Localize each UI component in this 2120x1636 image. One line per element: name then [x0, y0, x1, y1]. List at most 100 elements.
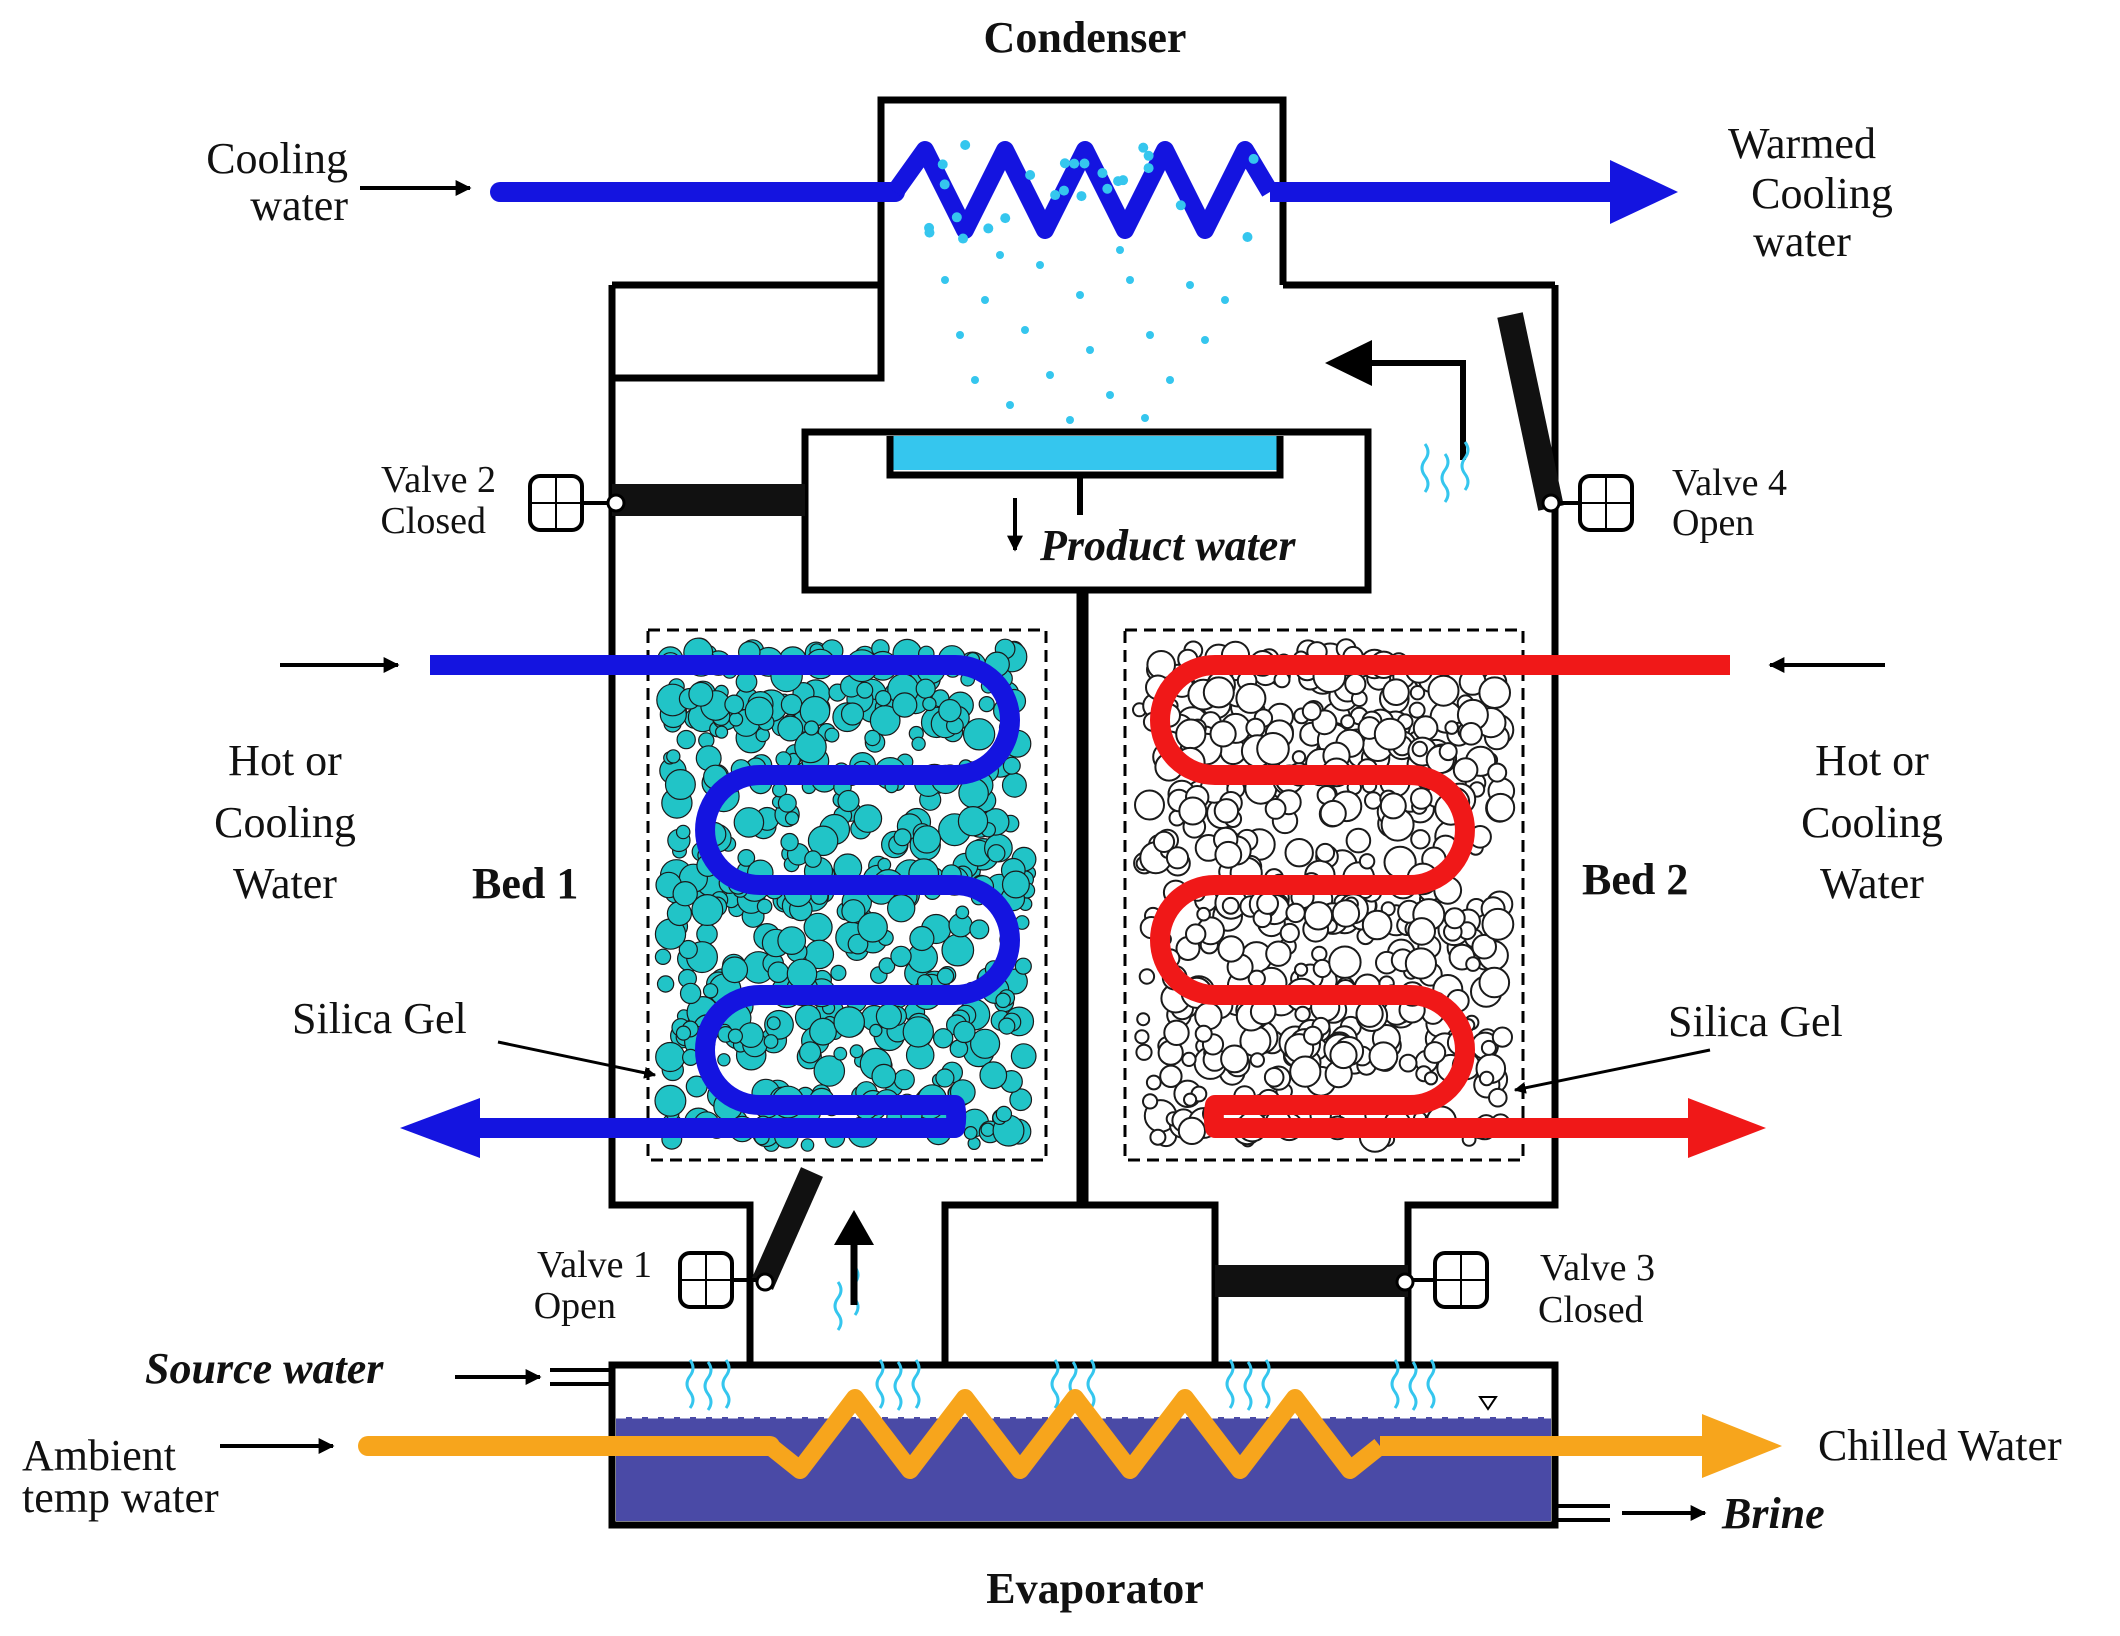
silica-gel-particle: [1145, 1074, 1162, 1091]
valve-1-icon[interactable]: [678, 1167, 823, 1309]
vapor-squiggle: [1225, 1359, 1235, 1409]
silica-gel-particle: [784, 811, 800, 826]
silica-gel-right-label: Silica Gel: [1668, 997, 1843, 1046]
silica-gel-particle: [1471, 933, 1497, 960]
condensate-droplet: [951, 212, 962, 223]
silica-gel-particle: [892, 692, 918, 718]
vapor-squiggle: [1426, 1359, 1436, 1409]
condensate-droplet: [1059, 158, 1070, 169]
left-hot-or-cooling-label-1: Hot or: [228, 736, 342, 785]
silica-gel-particle: [717, 1053, 731, 1067]
condensate-droplet: [1141, 414, 1149, 422]
silica-gel-particle: [1010, 1043, 1037, 1069]
silica-gel-particle: [654, 1084, 687, 1117]
silica-gel-particle: [893, 828, 912, 847]
silica-gel-particle: [1209, 720, 1237, 748]
silica-gel-particle: [1478, 676, 1511, 710]
water-level-icon: [1478, 1396, 1498, 1411]
warmed-water-arrowhead: [1610, 160, 1678, 224]
silica-gel-particle: [1480, 1039, 1497, 1056]
cooling-water-in-label-1: Cooling: [206, 134, 348, 183]
vapor-squiggle: [875, 1359, 885, 1409]
condensate-droplet: [971, 376, 979, 384]
silica-gel-particle: [1294, 962, 1309, 977]
silica-gel-particle: [1443, 907, 1466, 930]
ambient-temp-water-label-2: temp water: [22, 1473, 219, 1522]
valve-4-status: Open: [1672, 502, 1754, 544]
evaporator-chilled-coil: [358, 1389, 1782, 1479]
silica-gel-particle: [1485, 792, 1516, 823]
silica-gel-particle: [953, 1020, 976, 1044]
silica-gel-particle: [840, 702, 865, 726]
bed-1-frame: [646, 628, 1048, 1162]
silica-gel-dry-particles: [1132, 638, 1516, 1153]
valve-2-label: Valve 2: [381, 459, 496, 501]
condensate-droplet: [1069, 158, 1080, 169]
silica-gel-particle: [1331, 899, 1361, 928]
vapor-squiggle: [911, 1359, 921, 1409]
brine-pool: [616, 1417, 1551, 1521]
silica-gel-particle: [807, 825, 839, 857]
silica-gel-particle: [1291, 750, 1307, 765]
vapor-squiggle: [1050, 1359, 1060, 1409]
silica-gel-particle: [1194, 1001, 1223, 1031]
silica-gel-particle: [1001, 870, 1030, 899]
silica-gel-particle: [744, 696, 774, 726]
condensate-droplet: [1248, 153, 1259, 164]
condensate-droplet: [1097, 168, 1108, 179]
silica-gel-particle: [1361, 909, 1393, 941]
silica-gel-particle: [675, 824, 691, 840]
silica-gel-particle: [869, 1023, 883, 1038]
silica-gel-particle: [1152, 830, 1176, 854]
condensate-droplet: [1025, 170, 1036, 181]
condensate-droplet: [1079, 158, 1090, 169]
vapor-squiggle: [833, 1281, 843, 1331]
silica-gel-particle: [1214, 840, 1243, 869]
valve-3-icon[interactable]: [1215, 1251, 1489, 1309]
valve-2-icon[interactable]: [528, 474, 805, 532]
warmed-cooling-water-label-1: Warmed: [1728, 119, 1876, 168]
silica-gel-particle: [1159, 1064, 1183, 1089]
silica-gel-particle: [1481, 907, 1515, 941]
bed-1-cooling-coil: [400, 655, 1020, 1158]
silica-gel-particle: [833, 1046, 848, 1061]
silica-gel-particle: [1411, 740, 1429, 758]
valve-4-icon[interactable]: [1497, 312, 1634, 532]
silica-gel-particle: [1303, 901, 1334, 931]
right-hot-or-cooling-label-1: Hot or: [1815, 736, 1929, 785]
condensate-droplet: [1076, 291, 1084, 299]
condensate-droplet: [1186, 281, 1194, 289]
bed-2-frame: [1123, 628, 1525, 1162]
condensate-droplet: [1021, 326, 1029, 334]
silica-gel-particle: [1221, 896, 1240, 915]
condensate-droplet: [1138, 142, 1149, 153]
silica-gel-particle: [933, 1028, 954, 1049]
vapor-squiggle: [685, 1359, 695, 1409]
silica-gel-particle: [1285, 902, 1306, 924]
silica-gel-particle: [1001, 772, 1027, 798]
silica-gel-particle: [724, 694, 745, 715]
silica-gel-particle: [935, 1068, 955, 1088]
silica-gel-particle: [727, 1028, 744, 1044]
silica-gel-particle: [1382, 678, 1410, 707]
silica-gel-particle: [1303, 1025, 1323, 1046]
silica-gel-particle: [1368, 1041, 1399, 1072]
silica-gel-particle: [654, 948, 672, 966]
silica-gel-particle: [1256, 732, 1290, 766]
silica-gel-particle: [1256, 892, 1279, 915]
silica-gel-particle: [1165, 846, 1190, 870]
silica-gel-particle: [696, 923, 718, 945]
silica-gel-particle: [1177, 1116, 1207, 1146]
silica-gel-particle: [871, 1063, 897, 1089]
silica-gel-particle: [1488, 1087, 1508, 1108]
silica-gel-particle: [1220, 1044, 1249, 1074]
silica-gel-particle: [1465, 956, 1481, 972]
condenser-coil: [490, 141, 1678, 239]
evaporator-label: Evaporator: [986, 1564, 1204, 1613]
silica-gel-particle: [1247, 969, 1266, 988]
silica-gel-particle: [1163, 1019, 1190, 1047]
silica-gel-particle: [804, 850, 822, 868]
silica-gel-particle: [1136, 1012, 1151, 1027]
condensate-droplet: [1201, 336, 1209, 344]
silica-gel-left-label: Silica Gel: [292, 994, 467, 1043]
